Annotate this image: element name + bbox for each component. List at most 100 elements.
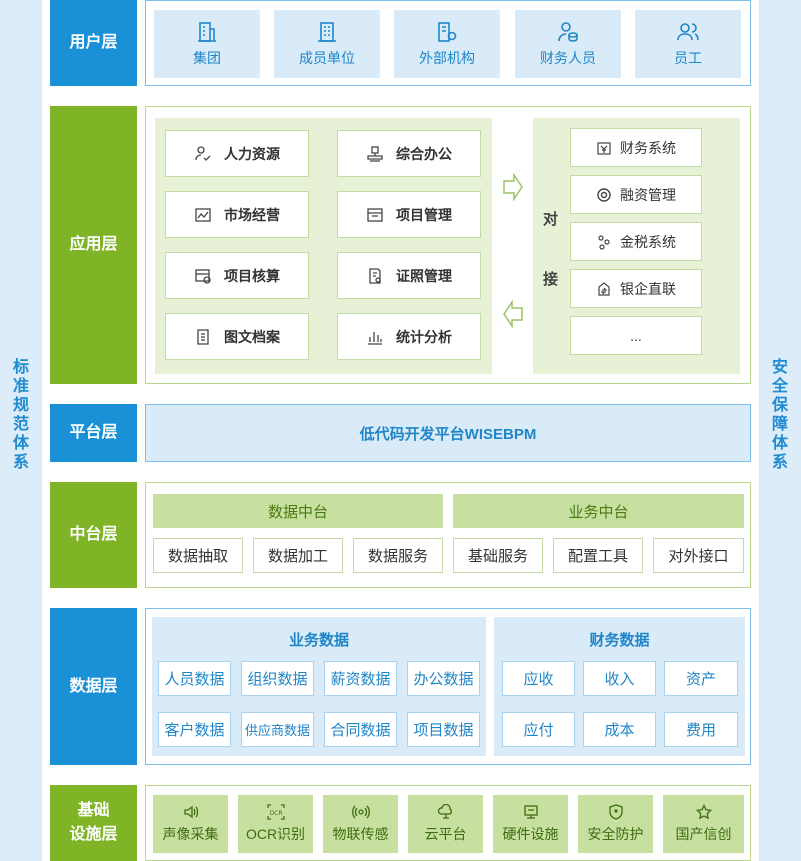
bank-link-icon bbox=[598, 281, 610, 296]
infra-item-domestic-innovation: 国产信创 bbox=[663, 795, 744, 853]
tax-icon bbox=[598, 234, 610, 250]
user-layer-label: 用户层 bbox=[50, 0, 137, 86]
infra-item-label: 安全防护 bbox=[587, 826, 644, 842]
arrow-right-icon bbox=[503, 173, 523, 201]
office-stamp-icon bbox=[367, 145, 383, 162]
user-item-label: 成员单位 bbox=[299, 50, 355, 66]
external-org-icon bbox=[438, 22, 457, 42]
infra-layer-label: 基础 设施层 bbox=[50, 785, 137, 861]
right-char: 体 bbox=[771, 435, 788, 452]
finance-data-title: 财务数据 bbox=[589, 631, 650, 649]
user-item-label: 财务人员 bbox=[540, 50, 596, 66]
business-middle-platform-header: 业务中台 bbox=[453, 494, 744, 528]
office-building-icon bbox=[318, 22, 336, 42]
infra-item-security: 安全防护 bbox=[578, 795, 653, 853]
infra-layer-panel: 声像采集 OCR OCR识别 物联传感 云平台 硬件设施 安全防护 国产信创 bbox=[145, 785, 751, 861]
integration-item-label: 融资管理 bbox=[620, 186, 676, 203]
data-layer-label: 数据层 bbox=[50, 608, 137, 765]
cloud-icon bbox=[437, 804, 452, 819]
finance-data-group: 财务数据 应收 收入 资产 应付 成本 费用 bbox=[494, 617, 745, 756]
finance-data-item: 应收 bbox=[502, 661, 575, 696]
app-module-project-management: 项目管理 bbox=[337, 191, 481, 238]
yen-icon bbox=[597, 141, 611, 155]
svg-text:OCR: OCR bbox=[269, 810, 282, 817]
integration-label: 接 bbox=[543, 271, 559, 288]
license-icon bbox=[369, 267, 381, 284]
app-module-license: 证照管理 bbox=[337, 252, 481, 299]
infra-item-av-capture: 声像采集 bbox=[153, 795, 228, 853]
app-module-office: 综合办公 bbox=[337, 130, 481, 177]
middle-item: 基础服务 bbox=[453, 538, 543, 573]
middle-item: 配置工具 bbox=[553, 538, 643, 573]
right-char: 安 bbox=[771, 359, 788, 376]
user-item-finance-staff: 财务人员 bbox=[515, 10, 621, 78]
integration-area: 对 接 财务系统 融资管理 金税系统 银企直联 ... bbox=[533, 118, 740, 374]
hr-icon bbox=[195, 145, 211, 161]
finance-data-item: 资产 bbox=[664, 661, 738, 696]
app-layer-panel: 人力资源 综合办公 市场经营 项目管理 项目核算 证照管理 图文档案 统计分析 bbox=[145, 106, 751, 384]
app-module-label: 统计分析 bbox=[396, 328, 452, 345]
integration-item-label: 银企直联 bbox=[620, 280, 676, 297]
shield-icon bbox=[608, 804, 623, 820]
integration-item-label: 金税系统 bbox=[620, 233, 676, 250]
infra-layer-label-line: 基础 bbox=[77, 802, 110, 819]
integration-item-label: 财务系统 bbox=[620, 139, 676, 156]
archive-icon bbox=[197, 328, 209, 345]
app-module-label: 综合办公 bbox=[396, 145, 452, 162]
infra-item-label: 硬件设施 bbox=[502, 826, 559, 842]
building-icon bbox=[198, 22, 216, 42]
standards-system-label: 标 准 规 范 体 系 bbox=[0, 358, 42, 472]
left-char: 范 bbox=[12, 416, 29, 433]
middle-item: 对外接口 bbox=[653, 538, 744, 573]
right-char: 障 bbox=[771, 416, 788, 433]
integration-finance-system: 财务系统 bbox=[570, 128, 702, 167]
infra-item-label: 物联传感 bbox=[332, 826, 389, 842]
infra-layer-label-line: 设施层 bbox=[69, 826, 118, 843]
middle-layer-label: 中台层 bbox=[50, 482, 137, 588]
integration-bank-link: 银企直联 bbox=[570, 269, 702, 308]
app-module-hr: 人力资源 bbox=[165, 130, 309, 177]
infra-item-iot: 物联传感 bbox=[323, 795, 398, 853]
star-icon bbox=[695, 804, 712, 820]
hardware-icon bbox=[523, 805, 538, 819]
integration-more: ... bbox=[570, 316, 702, 355]
accounting-icon bbox=[195, 268, 211, 284]
infra-item-label: OCR识别 bbox=[245, 826, 306, 842]
middle-item: 数据服务 bbox=[353, 538, 443, 573]
app-module-project-accounting: 项目核算 bbox=[165, 252, 309, 299]
business-data-item: 薪资数据 bbox=[324, 661, 397, 696]
user-item-label: 员工 bbox=[674, 50, 702, 66]
app-module-label: 图文档案 bbox=[224, 328, 280, 345]
right-char: 保 bbox=[771, 397, 788, 414]
app-module-statistics: 统计分析 bbox=[337, 313, 481, 360]
app-module-archive: 图文档案 bbox=[165, 313, 309, 360]
app-layer-label: 应用层 bbox=[50, 106, 137, 384]
infra-item-label: 国产信创 bbox=[675, 826, 732, 842]
user-item-external-org: 外部机构 bbox=[394, 10, 500, 78]
right-char: 全 bbox=[771, 378, 788, 395]
app-modules-area: 人力资源 综合办公 市场经营 项目管理 项目核算 证照管理 图文档案 统计分析 bbox=[155, 118, 492, 374]
left-char: 体 bbox=[12, 435, 29, 452]
business-data-item: 项目数据 bbox=[407, 712, 480, 747]
business-data-title: 业务数据 bbox=[288, 631, 349, 649]
infra-item-cloud: 云平台 bbox=[408, 795, 483, 853]
finance-data-item: 成本 bbox=[583, 712, 656, 747]
users-icon bbox=[677, 23, 699, 41]
finance-data-item: 费用 bbox=[664, 712, 738, 747]
left-char: 准 bbox=[12, 378, 29, 395]
project-window-icon bbox=[367, 207, 383, 222]
data-layer-panel: 业务数据 人员数据 组织数据 薪资数据 办公数据 客户数据 供应商数据 合同数据… bbox=[145, 608, 751, 765]
platform-layer-label: 平台层 bbox=[50, 404, 137, 462]
app-module-label: 证照管理 bbox=[396, 267, 452, 284]
infra-item-ocr: OCR OCR识别 bbox=[238, 795, 313, 853]
business-data-item: 人员数据 bbox=[158, 661, 231, 696]
business-data-group: 业务数据 人员数据 组织数据 薪资数据 办公数据 客户数据 供应商数据 合同数据… bbox=[152, 617, 486, 756]
standards-system-column: 标 准 规 范 体 系 bbox=[0, 0, 42, 861]
middle-layer-panel: 数据中台 业务中台 数据抽取 数据加工 数据服务 基础服务 配置工具 对外接口 bbox=[145, 482, 751, 588]
integration-golden-tax: 金税系统 bbox=[570, 222, 702, 261]
integration-more-label: ... bbox=[630, 327, 642, 344]
speaker-icon bbox=[183, 805, 198, 819]
platform-panel: 低代码开发平台WISEBPM bbox=[145, 404, 751, 462]
user-item-member-unit: 成员单位 bbox=[274, 10, 380, 78]
left-char: 标 bbox=[12, 359, 29, 376]
